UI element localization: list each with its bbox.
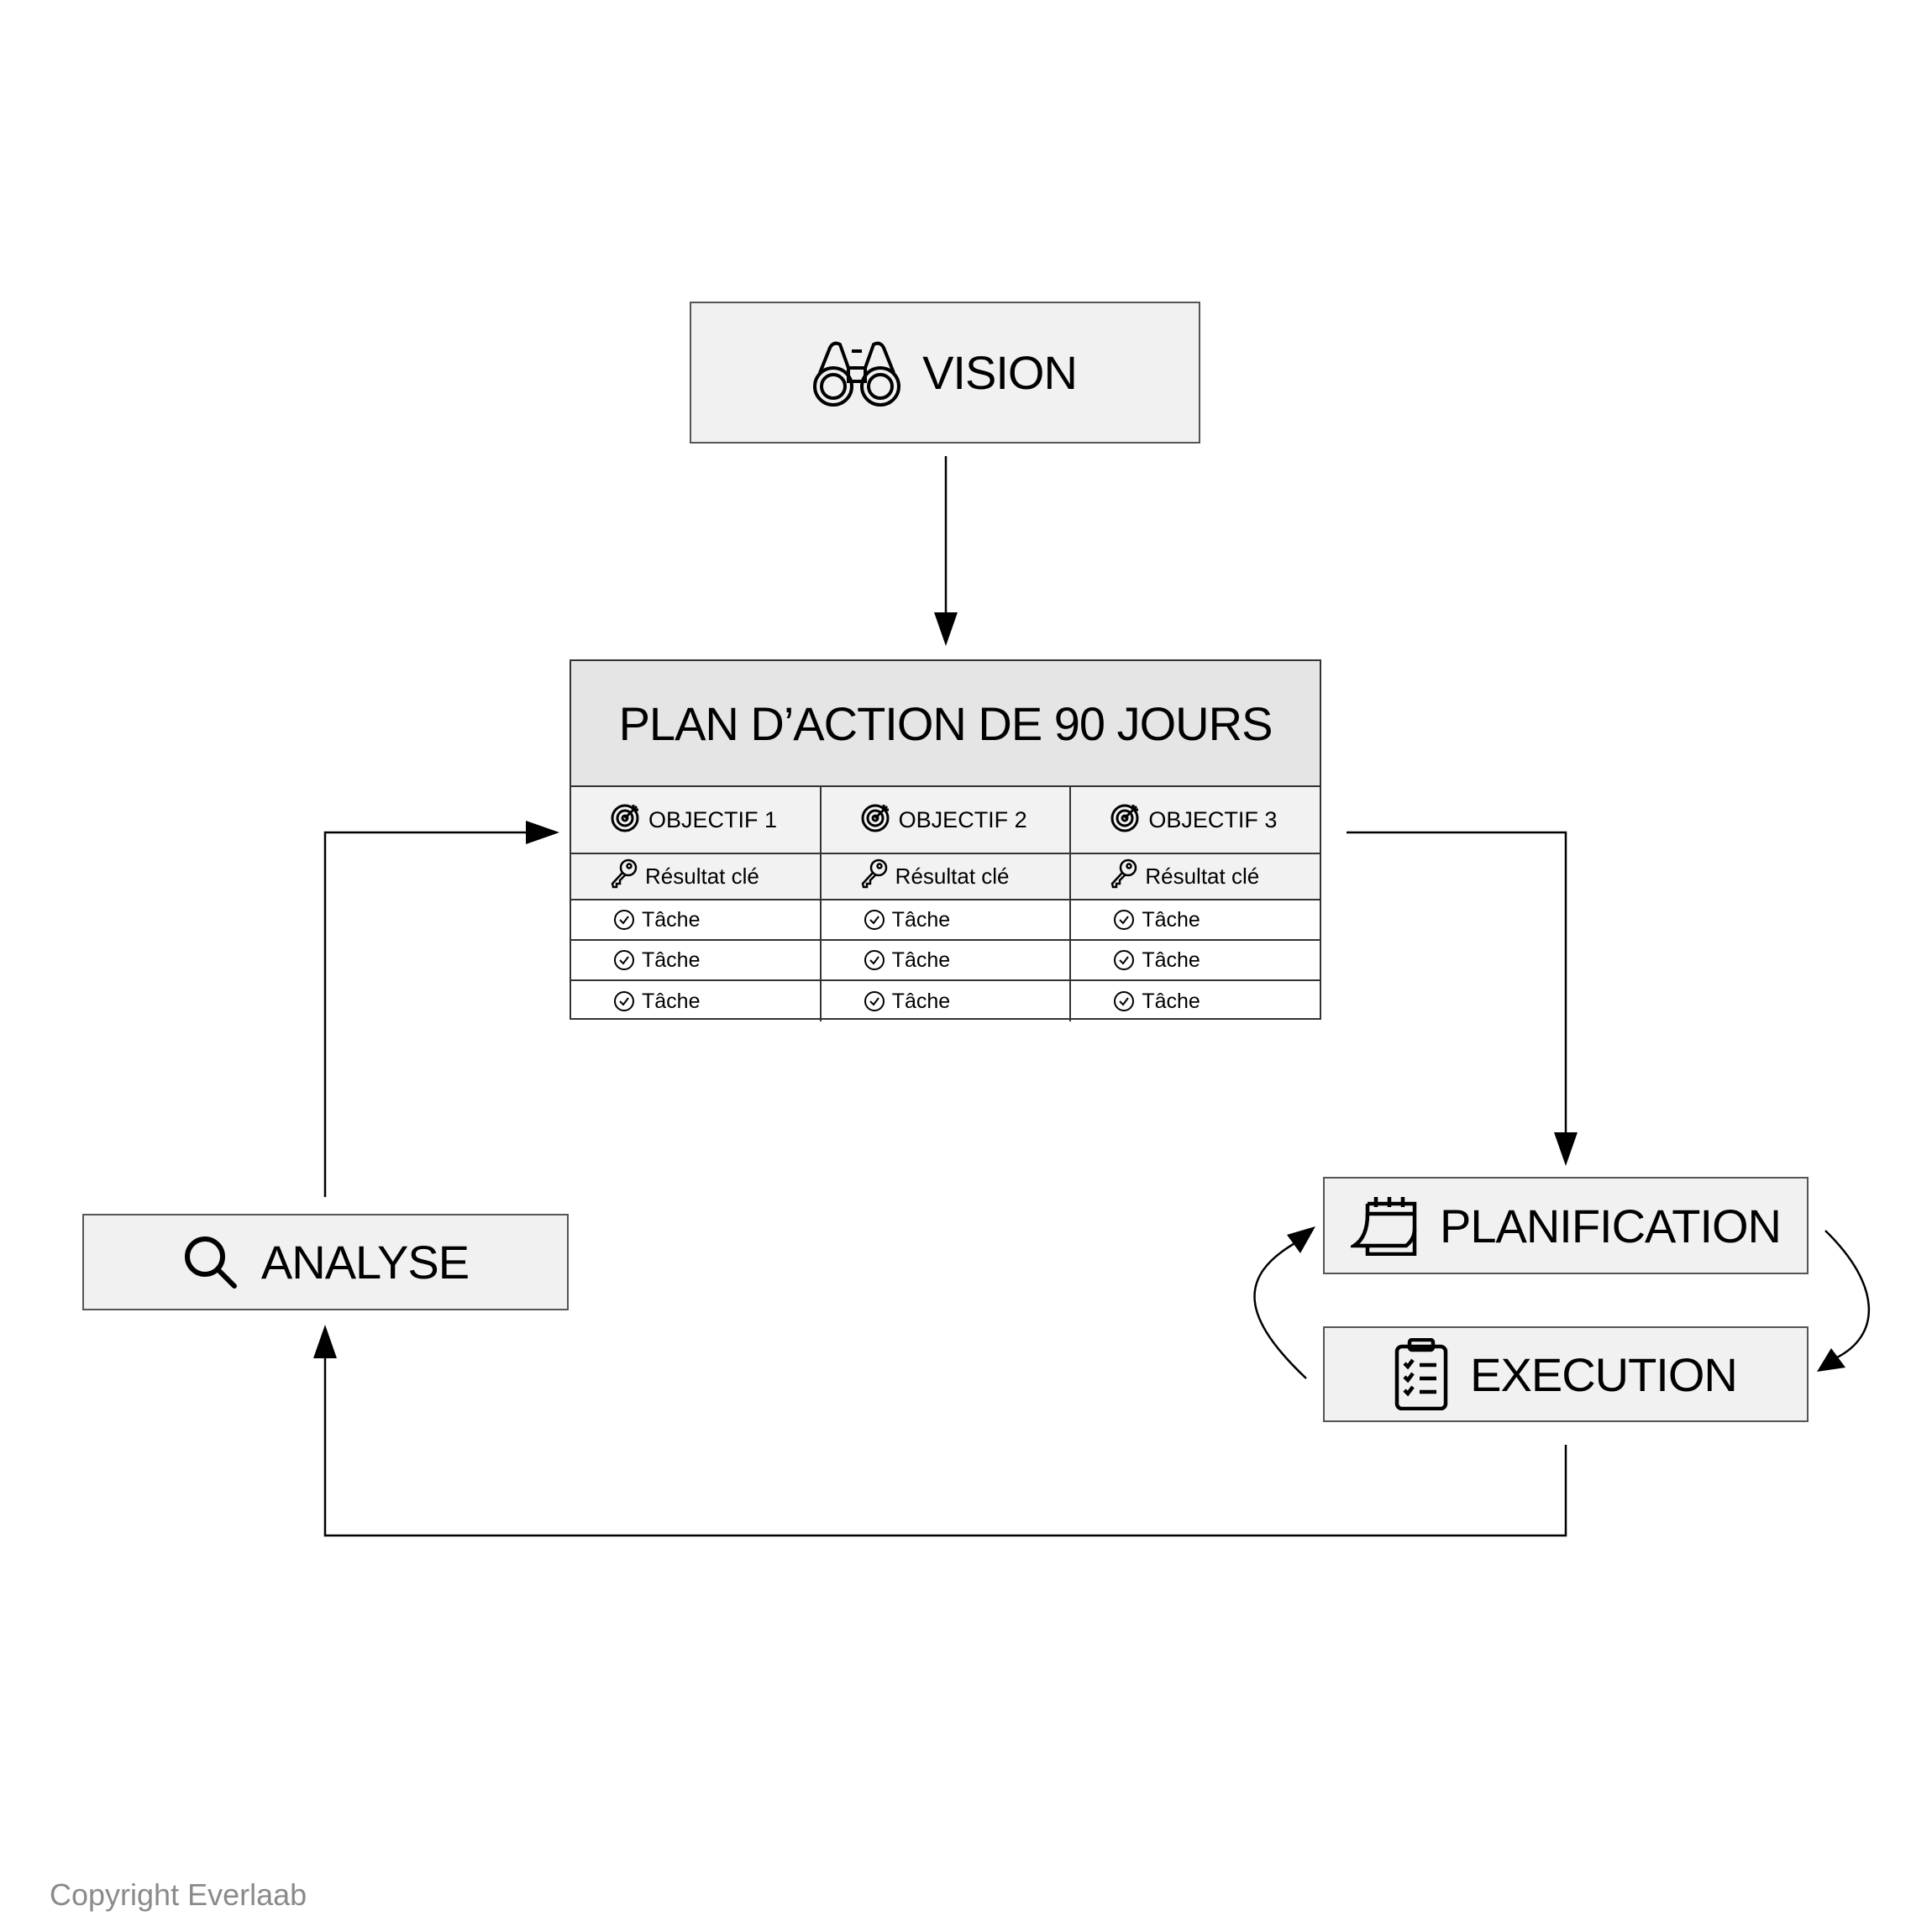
key-icon — [610, 858, 638, 895]
task-label: Tâche — [1142, 907, 1200, 932]
planification-label: PLANIFICATION — [1439, 1199, 1782, 1252]
objective-cell: OBJECTIF 3 — [1071, 787, 1320, 853]
key-results-row: Résultat clé Résultat clé Résultat clé — [571, 854, 1320, 900]
arrow-execution-to-analyse — [323, 1357, 1567, 1537]
task-label: Tâche — [642, 948, 701, 972]
key-result-label: Résultat clé — [1145, 864, 1260, 889]
task-label: Tâche — [642, 989, 701, 1013]
vision-box: VISION — [690, 302, 1200, 444]
objective-label: OBJECTIF 3 — [1148, 806, 1278, 832]
check-circle-icon — [1114, 991, 1135, 1011]
objective-label: OBJECTIF 2 — [898, 806, 1027, 832]
task-label: Tâche — [1142, 989, 1200, 1013]
task-cell: Tâche — [1071, 981, 1320, 1021]
check-circle-icon — [864, 950, 885, 970]
binoculars-icon — [813, 341, 901, 407]
arrow-planification-to-execution — [1824, 1230, 1871, 1360]
arrowhead — [934, 612, 958, 646]
task-cell: Tâche — [822, 981, 1072, 1021]
search-icon — [184, 1236, 237, 1289]
task-row: Tâche Tâche Tâche — [571, 941, 1320, 981]
task-cell: Tâche — [1071, 900, 1320, 939]
copyright-text: Copyright Everlaab — [50, 1877, 307, 1912]
analyse-label: ANALYSE — [260, 1236, 470, 1289]
task-cell: Tâche — [822, 941, 1072, 979]
task-label: Tâche — [891, 989, 951, 1013]
execution-box: EXECUTION — [1323, 1326, 1809, 1422]
key-result-label: Résultat clé — [895, 864, 1010, 889]
task-cell: Tâche — [822, 900, 1072, 939]
check-circle-icon — [864, 991, 885, 1011]
task-label: Tâche — [891, 948, 951, 972]
check-circle-icon — [1114, 950, 1135, 970]
calendar-icon — [1350, 1197, 1417, 1256]
task-row: Tâche Tâche Tâche — [571, 900, 1320, 941]
check-circle-icon — [614, 950, 634, 970]
action-plan-table: PLAN D’ACTION DE 90 JOURS OBJECTIF 1 OBJ… — [570, 659, 1321, 1021]
key-icon — [1110, 858, 1138, 895]
objective-label: OBJECTIF 1 — [648, 806, 778, 832]
objective-cell: OBJECTIF 1 — [571, 787, 822, 853]
key-result-label: Résultat clé — [645, 864, 759, 889]
task-cell: Tâche — [1071, 941, 1320, 979]
check-circle-icon — [614, 910, 634, 930]
arrow-plan-to-planification — [1347, 831, 1567, 1134]
task-label: Tâche — [1142, 948, 1200, 972]
key-result-cell: Résultat clé — [571, 854, 822, 899]
key-result-cell: Résultat clé — [822, 854, 1072, 899]
task-label: Tâche — [891, 907, 951, 932]
action-plan-title: PLAN D’ACTION DE 90 JOURS — [571, 661, 1320, 787]
task-cell: Tâche — [571, 941, 822, 979]
key-result-cell: Résultat clé — [1071, 854, 1320, 899]
objectives-row: OBJECTIF 1 OBJECTIF 2 OBJECTIF 3 — [571, 787, 1320, 854]
execution-label: EXECUTION — [1470, 1347, 1738, 1401]
analyse-box: ANALYSE — [82, 1214, 569, 1310]
task-cell: Tâche — [571, 981, 822, 1021]
objective-cell: OBJECTIF 2 — [822, 787, 1072, 853]
arrow-analyse-to-plan — [323, 831, 528, 1197]
check-circle-icon — [1114, 910, 1135, 930]
task-cell: Tâche — [571, 900, 822, 939]
target-icon — [610, 801, 642, 839]
task-row: Tâche Tâche Tâche — [571, 981, 1320, 1021]
arrow-execution-to-planification — [1253, 1240, 1307, 1379]
target-icon — [860, 801, 892, 839]
check-circle-icon — [614, 991, 634, 1011]
target-icon — [1110, 801, 1142, 839]
key-icon — [860, 858, 889, 895]
task-label: Tâche — [642, 907, 701, 932]
check-circle-icon — [864, 910, 885, 930]
clipboard-checklist-icon — [1394, 1338, 1448, 1410]
planification-box: PLANIFICATION — [1323, 1177, 1809, 1274]
vision-label: VISION — [922, 346, 1078, 399]
